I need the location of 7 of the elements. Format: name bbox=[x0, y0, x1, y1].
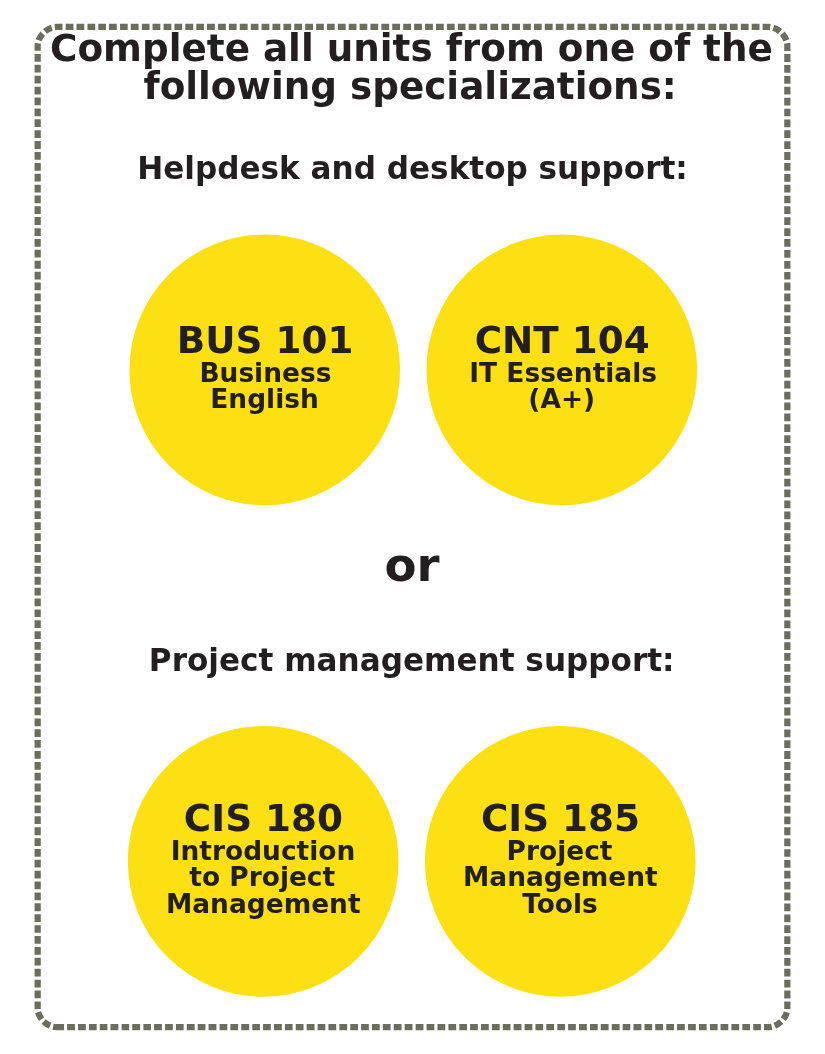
node-circle: BUS 101 Business English bbox=[129, 234, 401, 506]
label: Project management support: bbox=[148, 641, 675, 678]
node-circle: CNT 104 IT Essentials (A+) bbox=[426, 234, 698, 506]
label: or bbox=[384, 537, 440, 592]
label: Helpdesk and desktop support: bbox=[137, 150, 688, 187]
node-circle: CIS 180 Introduction to Project Management bbox=[127, 726, 399, 997]
node-circle: CIS 185 Project Management Tools bbox=[424, 726, 696, 997]
